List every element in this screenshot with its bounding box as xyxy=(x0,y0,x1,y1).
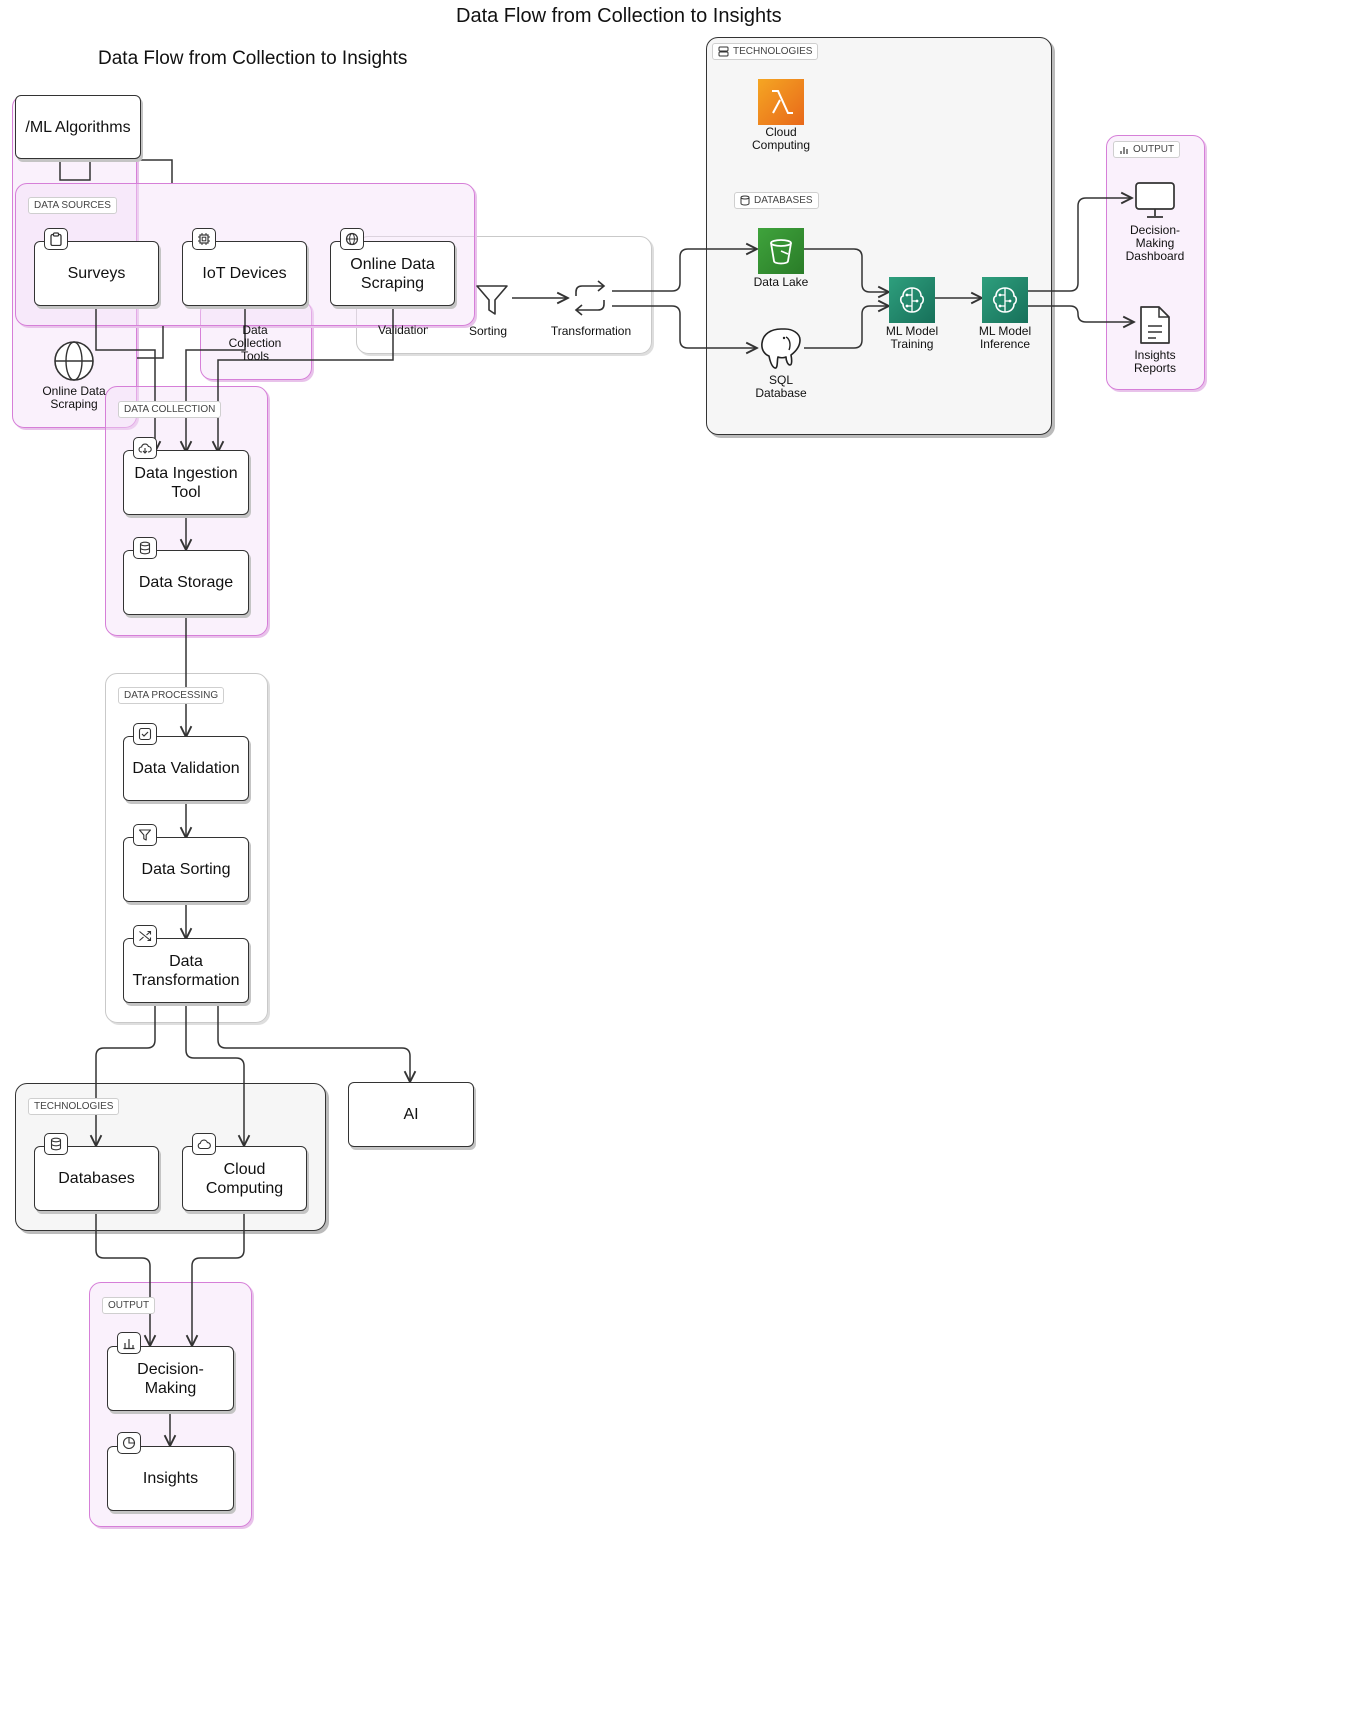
output-right-tag: OUTPUT xyxy=(1113,141,1181,158)
tech-cloud-label: Cloud Computing xyxy=(751,125,811,152)
sql-database-label: SQL Database xyxy=(755,373,807,400)
inner-title: Data Flow from Collection to Insights xyxy=(98,48,408,69)
data-ingestion-label: Data Ingestion Tool xyxy=(134,464,238,501)
data-sources-tag: DATA SOURCES xyxy=(28,197,117,214)
cloud-download-icon xyxy=(133,437,157,459)
behind-sorting-label: Sorting xyxy=(468,324,508,338)
globe-icon xyxy=(340,228,364,250)
technologies-bottom-tag: TECHNOLOGIES xyxy=(28,1098,120,1115)
output-bottom-tag: OUTPUT xyxy=(102,1297,156,1314)
pie-chart-icon xyxy=(117,1432,141,1454)
data-sorting-box[interactable]: Data Sorting xyxy=(123,837,249,902)
data-validation-box[interactable]: Data Validation xyxy=(123,736,249,801)
data-processing-tag: DATA PROCESSING xyxy=(118,687,225,704)
data-storage-box[interactable]: Data Storage xyxy=(123,550,249,615)
data-lake-label: Data Lake xyxy=(753,275,809,289)
elephant-icon[interactable] xyxy=(757,325,805,373)
cloud-computing-box[interactable]: Cloud Computing xyxy=(182,1146,307,1211)
iot-devices-box[interactable]: IoT Devices xyxy=(182,241,307,306)
ml-algorithms-label: /ML Algorithms xyxy=(25,118,131,136)
globe-icon xyxy=(54,341,94,381)
databases-label: Databases xyxy=(58,1170,135,1187)
ml-algorithms-box[interactable]: /ML Algorithms xyxy=(15,95,141,159)
data-ingestion-box[interactable]: Data Ingestion Tool xyxy=(123,450,249,515)
data-transformation-label: Data Transformation xyxy=(132,952,240,989)
document-icon xyxy=(1140,306,1170,344)
ml-inference-label: ML Model Inference xyxy=(978,324,1032,351)
surveys-box[interactable]: Surveys xyxy=(34,241,159,306)
dashboard-label: Decision-Making Dashboard xyxy=(1125,223,1185,263)
decision-making-box[interactable]: Decision-Making xyxy=(107,1346,234,1411)
insights-label: Insights xyxy=(142,1470,199,1487)
data-sorting-label: Data Sorting xyxy=(141,861,231,878)
online-scraping-box[interactable]: Online Data Scraping xyxy=(330,241,455,306)
filter-icon xyxy=(133,824,157,846)
technologies-right-tag-label: TECHNOLOGIES xyxy=(733,46,813,57)
databases-right-tag-label: DATABASES xyxy=(754,195,813,206)
server-icon xyxy=(718,46,729,57)
behind-online-scraping-label: Online Data Scraping xyxy=(42,384,106,411)
surveys-label: Surveys xyxy=(67,265,126,282)
lambda-icon xyxy=(758,79,804,125)
cloud-icon xyxy=(192,1133,216,1155)
ml-training-label: ML Model Training xyxy=(885,324,939,351)
database-icon xyxy=(740,195,750,206)
shuffle-icon xyxy=(133,925,157,947)
ai-box[interactable]: AI xyxy=(348,1082,474,1147)
clipboard-icon xyxy=(44,228,68,250)
check-square-icon xyxy=(133,723,157,745)
database-icon xyxy=(44,1133,68,1155)
data-storage-label: Data Storage xyxy=(138,574,234,591)
decision-making-label: Decision-Making xyxy=(137,1360,204,1397)
reports-label: Insights Reports xyxy=(1133,348,1177,375)
insights-box[interactable]: Insights xyxy=(107,1446,234,1511)
monitor-icon xyxy=(1135,182,1175,218)
data-collection-tag: DATA COLLECTION xyxy=(118,401,222,418)
bar-chart-icon xyxy=(117,1332,141,1354)
behind-collection-tools-label: Data Collection Tools xyxy=(228,323,282,363)
iot-devices-label: IoT Devices xyxy=(202,265,287,282)
technologies-right-tag: TECHNOLOGIES xyxy=(712,43,819,60)
cloud-computing-label: Cloud Computing xyxy=(205,1160,284,1197)
database-icon xyxy=(133,537,157,559)
repeat-icon xyxy=(574,280,606,316)
filter-icon xyxy=(476,285,508,315)
databases-box[interactable]: Databases xyxy=(34,1146,159,1211)
online-scraping-label: Online Data Scraping xyxy=(350,255,435,292)
brain-circuit-icon[interactable] xyxy=(982,277,1028,323)
behind-transformation-label: Transformation xyxy=(550,324,632,338)
behind-validation-label: Validation xyxy=(378,325,428,335)
bucket-icon[interactable] xyxy=(758,228,804,274)
output-right-tag-label: OUTPUT xyxy=(1133,144,1175,155)
bar-chart-icon xyxy=(1120,146,1128,154)
main-title: Data Flow from Collection to Insights xyxy=(456,5,782,27)
ai-label: AI xyxy=(403,1106,419,1123)
databases-right-tag: DATABASES xyxy=(734,192,819,209)
data-transformation-box[interactable]: Data Transformation xyxy=(123,938,249,1003)
chip-icon xyxy=(192,228,216,250)
data-validation-label: Data Validation xyxy=(132,760,240,777)
brain-circuit-icon[interactable] xyxy=(889,277,935,323)
